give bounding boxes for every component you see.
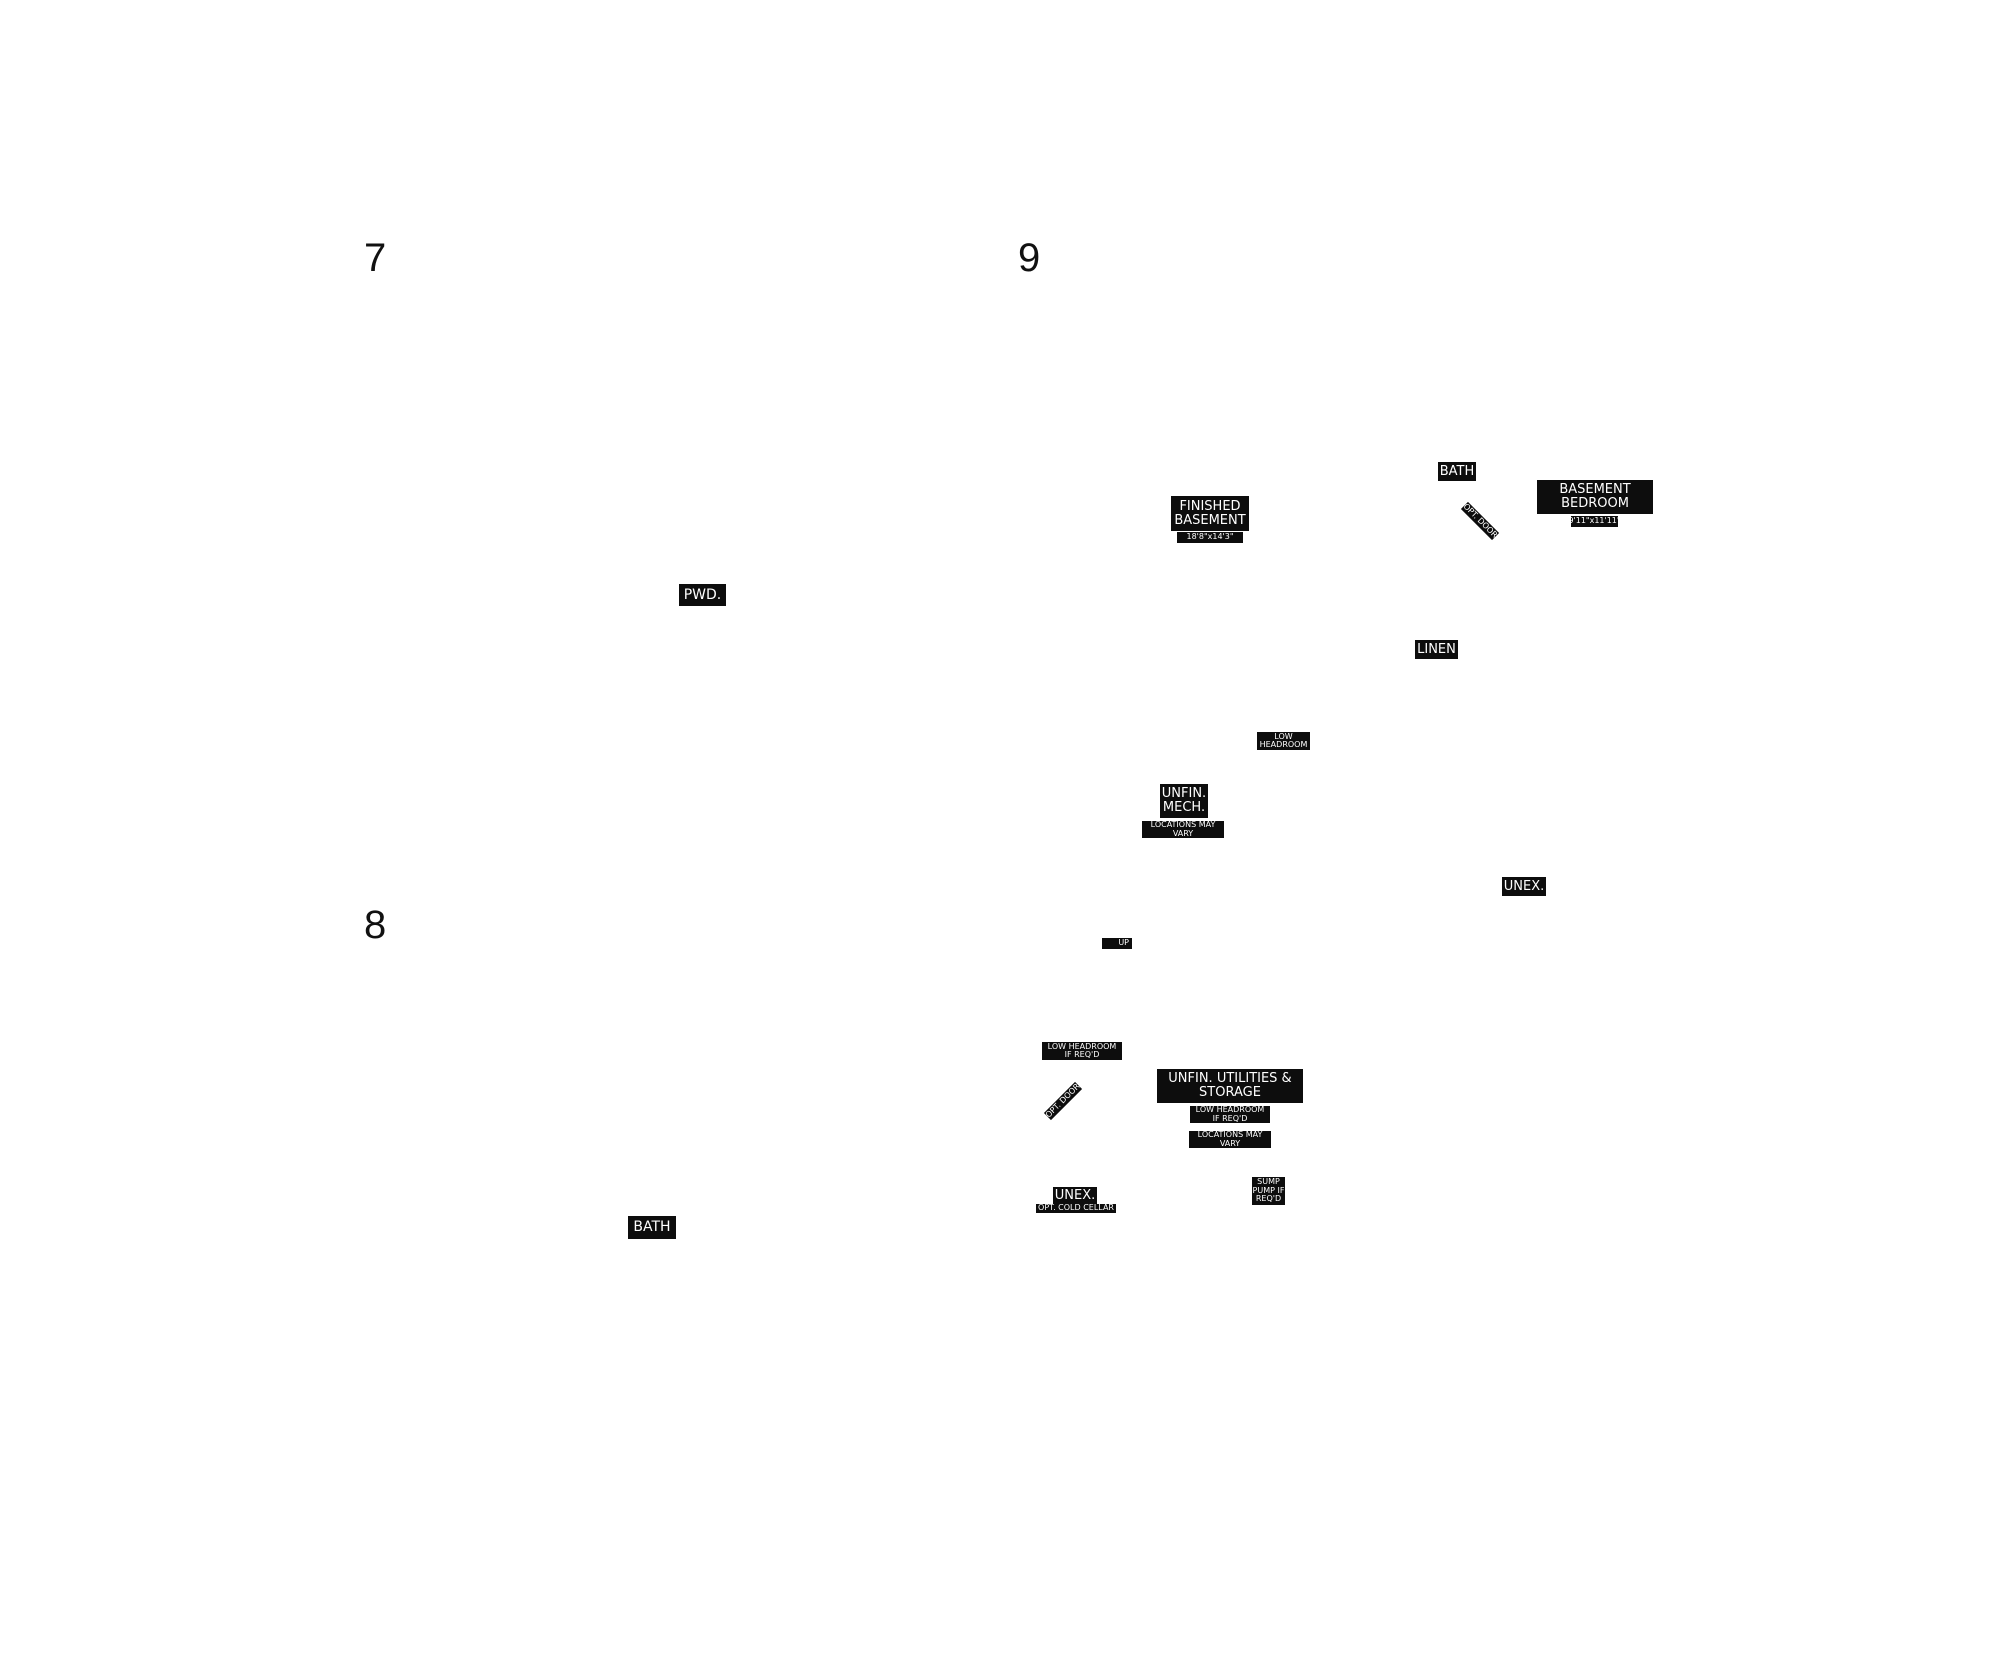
unfin-utilities-note1-line1: LOW HEADROOM	[1195, 1105, 1265, 1115]
section-number-9: 9	[1018, 236, 1041, 280]
opt-door-label-bottom: OPT. DOOR	[1043, 1081, 1083, 1121]
note-low-headroom-left: LOW HEADROOM IF REQ'D	[1042, 1042, 1122, 1060]
low-headroom-left-line1: LOW HEADROOM	[1047, 1041, 1117, 1051]
finished-basement-line2: BASEMENT	[1174, 512, 1246, 528]
room-label-bath-text: BATH	[633, 1219, 671, 1236]
room-label-bath: BATH	[1438, 462, 1476, 481]
opt-door-top-text: OPT. DOOR	[1461, 501, 1500, 540]
room-label-pwd: PWD.	[679, 584, 726, 606]
unfin-utilities-line1: UNFIN. UTILITIES &	[1168, 1071, 1292, 1087]
low-headroom-line2: HEADROOM	[1259, 740, 1308, 749]
low-headroom-left-line2: IF REQ'D	[1064, 1050, 1100, 1059]
section-number-7: 7	[364, 236, 387, 280]
note-low-headroom: LOW HEADROOM	[1257, 732, 1310, 750]
room-label-basement-bedroom: BASEMENT BEDROOM	[1537, 480, 1653, 514]
sump-pump-line1: SUMP	[1257, 1177, 1280, 1187]
unfin-mech-note-line2: VARY	[1172, 828, 1194, 838]
finished-basement-line1: FINISHED	[1179, 498, 1241, 514]
unfin-mech-line1: UNFIN.	[1161, 786, 1207, 802]
unex-bottom-sub-text: OPT. COLD CELLAR	[1038, 1203, 1114, 1213]
unex-bottom-sub: OPT. COLD CELLAR	[1036, 1203, 1116, 1213]
unfin-utilities-note2-line2: VARY	[1219, 1138, 1241, 1148]
low-headroom-line1: LOW	[1274, 731, 1293, 741]
sump-pump-line3: REQ'D	[1255, 1194, 1282, 1204]
linen-text: LINEN	[1417, 641, 1456, 657]
unfin-mech-note-line1: LOCATIONS MAY	[1150, 820, 1216, 830]
unfin-utilities-line2: STORAGE	[1199, 1085, 1261, 1100]
room-label-linen: LINEN	[1415, 640, 1458, 659]
room-label-bath-plan8: BATH	[628, 1216, 676, 1239]
sump-pump-line2: PUMP IF	[1252, 1185, 1285, 1195]
unfin-utilities-note1-line2: IF REQ'D	[1212, 1113, 1248, 1123]
basement-bedroom-dims: 9'11"x11'11"	[1568, 516, 1621, 527]
unex-right-text: UNEX.	[1503, 878, 1545, 894]
basement-bedroom-line2: BEDROOM	[1561, 496, 1629, 511]
opt-door-bottom-text: OPT. DOOR	[1043, 1081, 1082, 1120]
note-sump-pump: SUMP PUMP IF REQ'D	[1252, 1177, 1285, 1205]
unfin-mech-line2: MECH.	[1162, 800, 1206, 815]
unfin-utilities-note2-line1: LOCATIONS MAY	[1197, 1130, 1263, 1140]
section-number-8: 8	[364, 903, 387, 947]
room-label-finished-basement: FINISHED BASEMENT	[1171, 496, 1249, 531]
finished-basement-dims: 18'8"x14'3"	[1177, 532, 1243, 543]
room-label-unfin-mech: UNFIN. MECH.	[1160, 784, 1208, 818]
unfin-utilities-note-locations: LOCATIONS MAY VARY	[1189, 1130, 1271, 1148]
finished-basement-dims-text: 18'8"x14'3"	[1186, 532, 1234, 542]
room-label-unex-bottom: UNEX.	[1053, 1187, 1097, 1205]
basement-bedroom-line1: BASEMENT	[1559, 482, 1631, 498]
unex-bottom-text: UNEX.	[1054, 1188, 1096, 1204]
opt-door-label-top: OPT. DOOR	[1460, 501, 1500, 541]
basement-bedroom-dims-text: 9'11"x11'11"	[1568, 516, 1621, 526]
unfin-mech-note: LOCATIONS MAY VARY	[1142, 820, 1224, 838]
room-label-unfin-utilities-storage: UNFIN. UTILITIES & STORAGE	[1157, 1069, 1303, 1103]
unfin-utilities-note-low-headroom: LOW HEADROOM IF REQ'D	[1190, 1105, 1270, 1123]
room-label-unex-right: UNEX.	[1502, 877, 1546, 896]
room-label-pwd-text: PWD.	[683, 586, 722, 603]
room-label-bath-text: BATH	[1439, 463, 1475, 479]
stair-label-up: UP	[1102, 938, 1132, 949]
up-text: UP	[1118, 938, 1129, 948]
